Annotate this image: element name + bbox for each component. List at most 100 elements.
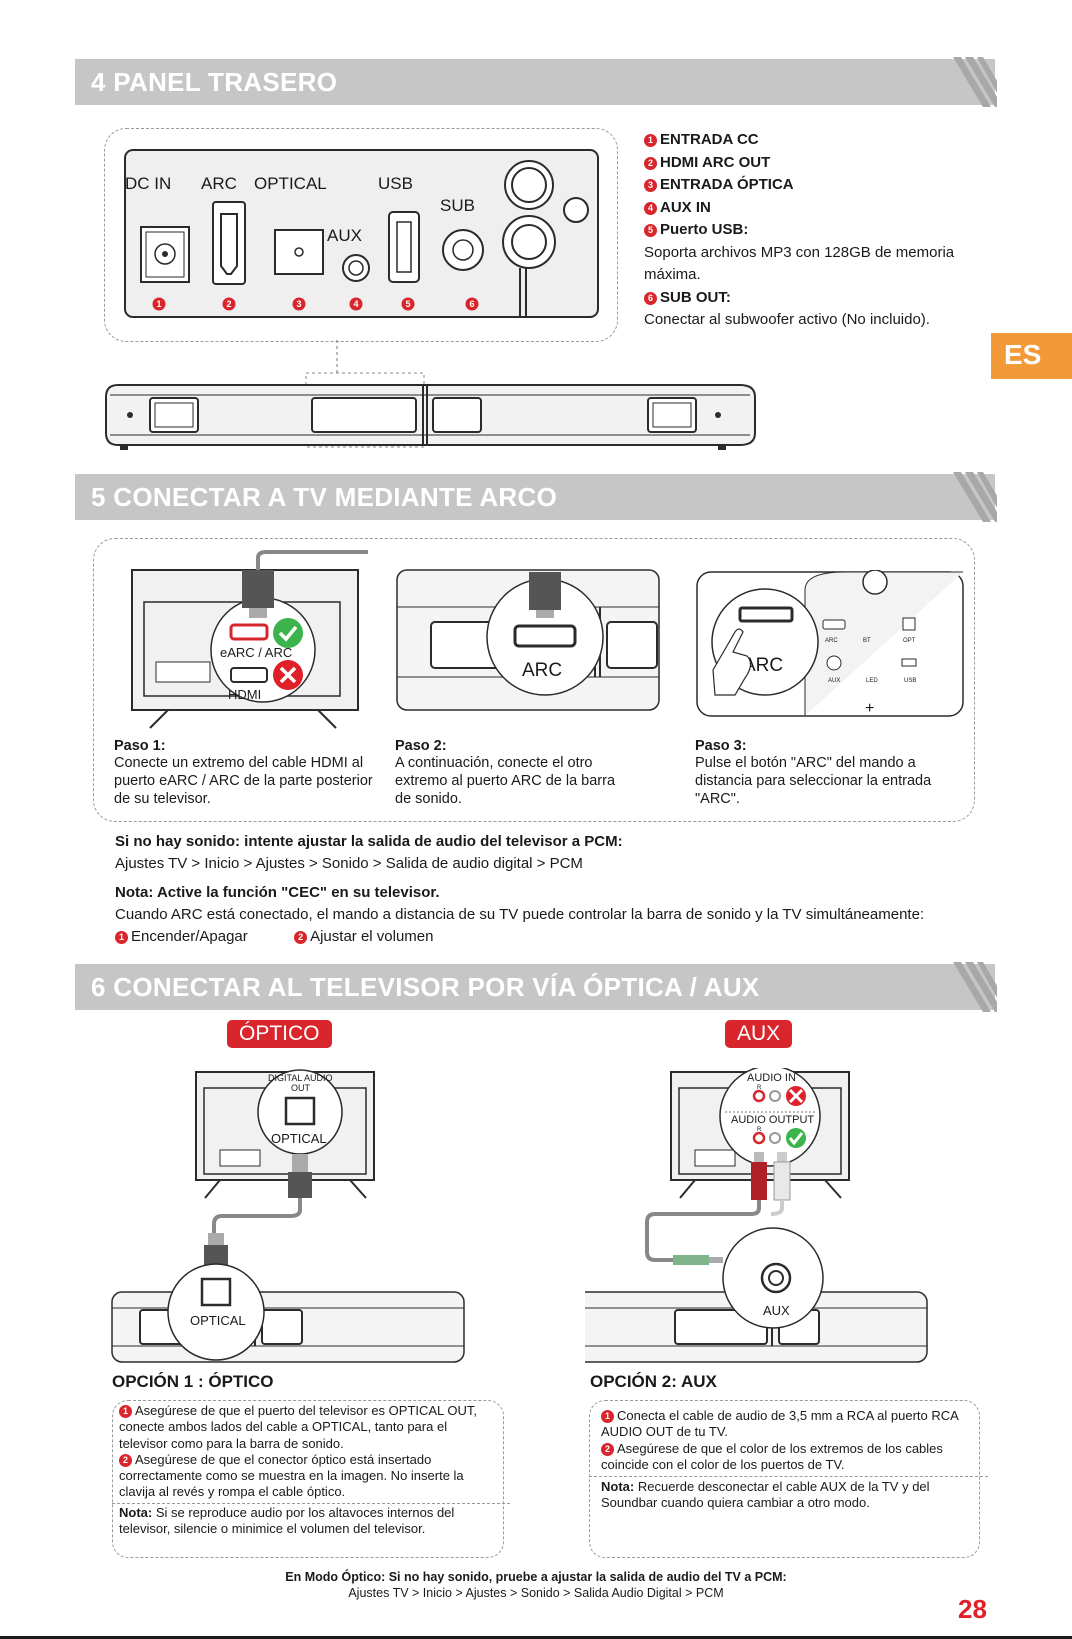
page-number: 28 — [958, 1594, 987, 1624]
aux-bar-label: AUX — [763, 1303, 790, 1318]
marker-2: 2 — [226, 299, 231, 309]
control-power: Encender/Apagar — [131, 928, 248, 945]
legend-num: 1 — [644, 134, 657, 147]
legend-desc: Conectar al subwoofer activo (No incluid… — [644, 311, 930, 328]
arc-notes: Si no hay sonido: intente ajustar la sal… — [115, 831, 1015, 948]
control-num: 1 — [115, 931, 128, 944]
option-line: televisor como para la barra de sonido. — [119, 1435, 344, 1451]
legend-item-usb: Puerto USB: — [660, 221, 749, 238]
step-line: Pulse el botón "ARC" del mando a — [695, 755, 916, 771]
digital-audio-label: DIGITAL AUDIO — [268, 1073, 333, 1083]
audio-output-label: AUDIO OUTPUT — [731, 1114, 814, 1126]
legend-desc: Soporta archivos MP3 con 128GB de memori… — [644, 243, 955, 261]
remote-led-label: LED — [866, 678, 878, 684]
section-title: 5 CONECTAR A TV MEDIANTE ARCO — [91, 482, 558, 512]
legend-item-hdmi: HDMI ARC OUT — [660, 153, 771, 171]
note-line: televisor, silencie o minimice el volume… — [119, 1521, 426, 1537]
aux-pill: AUX — [725, 1020, 793, 1048]
marker-1: 1 — [156, 299, 161, 309]
footer-bold: En Modo Óptico: Si no hay sonido, pruebe… — [285, 1570, 787, 1584]
footer-path: Ajustes TV > Inicio > Ajustes > Sonido >… — [348, 1586, 724, 1600]
option-num: 2 — [601, 1442, 614, 1456]
option1-title: OPCIÓN 1 : ÓPTICO — [112, 1372, 274, 1391]
marker-4: 4 — [353, 299, 358, 309]
option-line: AUDIO OUT de tu TV. — [601, 1424, 728, 1440]
option-num: 1 — [119, 1405, 132, 1418]
r-label: R — [757, 1085, 762, 1091]
port-label-aux: AUX — [327, 226, 362, 245]
note-label: Nota: — [119, 1504, 153, 1520]
arc-steps-frame — [93, 538, 975, 822]
section-header-arc: 5 CONECTAR A TV MEDIANTE ARCO — [75, 472, 997, 522]
legend-item-optical: ENTRADA ÓPTICA — [660, 176, 794, 193]
step-1: Paso 1: Conecte un extremo del cable HDM… — [114, 738, 384, 808]
marker-6: 6 — [469, 299, 474, 309]
port-label-usb: USB — [378, 174, 413, 193]
no-sound-path: Ajustes TV > Inicio > Ajustes > Sonido >… — [115, 855, 583, 872]
arc-button-label: ARC — [743, 655, 783, 676]
bottom-rule — [0, 1636, 1072, 1639]
marker-5: 5 — [405, 299, 410, 309]
optical-connection-diagram: DIGITAL AUDIO OUT OPTICAL OPTICAL — [111, 1069, 465, 1363]
step-line: Conecte un extremo del cable HDMI al — [114, 755, 364, 771]
remote-aux-label: AUX — [828, 678, 840, 684]
section-header-optical-aux: 6 CONECTAR AL TELEVISOR POR VÍA ÓPTICA /… — [75, 962, 997, 1012]
language-tab: ES — [991, 333, 1072, 379]
legend-num: 3 — [644, 179, 657, 192]
legend-item-aux: AUX IN — [660, 198, 711, 216]
aux-connection-diagram: AUDIO IN R AUDIO OUTPUT R AUX — [585, 1068, 928, 1363]
arc-port-label: ARC — [522, 660, 562, 681]
step-line: distancia para seleccionar la entrada — [695, 773, 932, 789]
option-line: Asegúrese de que el conector óptico está… — [135, 1451, 432, 1467]
legend-num: 4 — [644, 201, 657, 215]
legend-num: 2 — [644, 156, 657, 170]
step-title: Paso 3: — [695, 738, 747, 754]
option-num: 2 — [119, 1453, 132, 1467]
note-line: Soundbar cuando quiera cambiar a otro mo… — [601, 1495, 870, 1511]
legend-item-dc: ENTRADA CC — [660, 131, 759, 148]
rear-panel-diagram: DC IN ARC OPTICAL AUX USB SUB 1 2 3 4 5 … — [124, 149, 599, 318]
section-title: 6 CONECTAR AL TELEVISOR POR VÍA ÓPTICA /… — [91, 972, 760, 1002]
r-label: R — [757, 1127, 762, 1133]
remote-arc-small: ARC — [825, 638, 838, 644]
step1-tv-diagram: eARC / ARC HDMI — [131, 550, 368, 729]
option-line: Asegúrese de que el puerto del televisor… — [135, 1403, 478, 1418]
step-title: Paso 1: — [114, 738, 166, 754]
soundbar-rear-view — [105, 340, 756, 450]
legend-desc: máxima. — [644, 266, 701, 283]
option-num: 1 — [601, 1410, 614, 1423]
option-line: correctamente como se muestra en la imag… — [119, 1468, 464, 1484]
legend-num: 6 — [644, 291, 657, 305]
remote-usb-label: USB — [904, 678, 916, 684]
step-2: Paso 2: A continuación, conecte el otro … — [395, 738, 665, 808]
slash-decoration-icon — [953, 57, 997, 107]
step-line: puerto eARC / ARC de la parte posterior — [114, 773, 373, 789]
digital-audio-out-label: OUT — [291, 1083, 311, 1093]
option2-title: OPCIÓN 2: AUX — [590, 1372, 717, 1391]
slash-decoration-icon — [953, 472, 997, 522]
slash-decoration-icon — [953, 962, 997, 1012]
control-num: 2 — [294, 931, 308, 944]
option-line: Conecta el cable de audio de 3,5 mm a RC… — [617, 1408, 959, 1423]
footer-note: En Modo Óptico: Si no hay sonido, pruebe… — [0, 1569, 1072, 1601]
note-label: Nota: — [601, 1479, 635, 1495]
step-line: "ARC". — [695, 791, 740, 807]
cec-note-text: Cuando ARC está conectado, el mando a di… — [115, 906, 925, 923]
remote-bt-label: BT — [863, 638, 871, 644]
step2-soundbar-diagram: ARC — [396, 569, 660, 711]
port-label-dcin: DC IN — [125, 174, 171, 193]
step-3: Paso 3: Pulse el botón "ARC" del mando a… — [695, 738, 965, 808]
option-line: conecte ambos lados del cable a OPTICAL,… — [119, 1419, 448, 1435]
port-label-arc: ARC — [201, 174, 237, 193]
hdmi-label: HDMI — [228, 687, 261, 702]
option1-box — [112, 1400, 504, 1558]
earc-label: eARC / ARC — [220, 645, 292, 660]
optical-pill: ÓPTICO — [227, 1020, 332, 1048]
marker-3: 3 — [296, 299, 301, 309]
optical-tv-label: OPTICAL — [271, 1131, 327, 1146]
legend-item-sub: SUB OUT: — [660, 288, 731, 306]
